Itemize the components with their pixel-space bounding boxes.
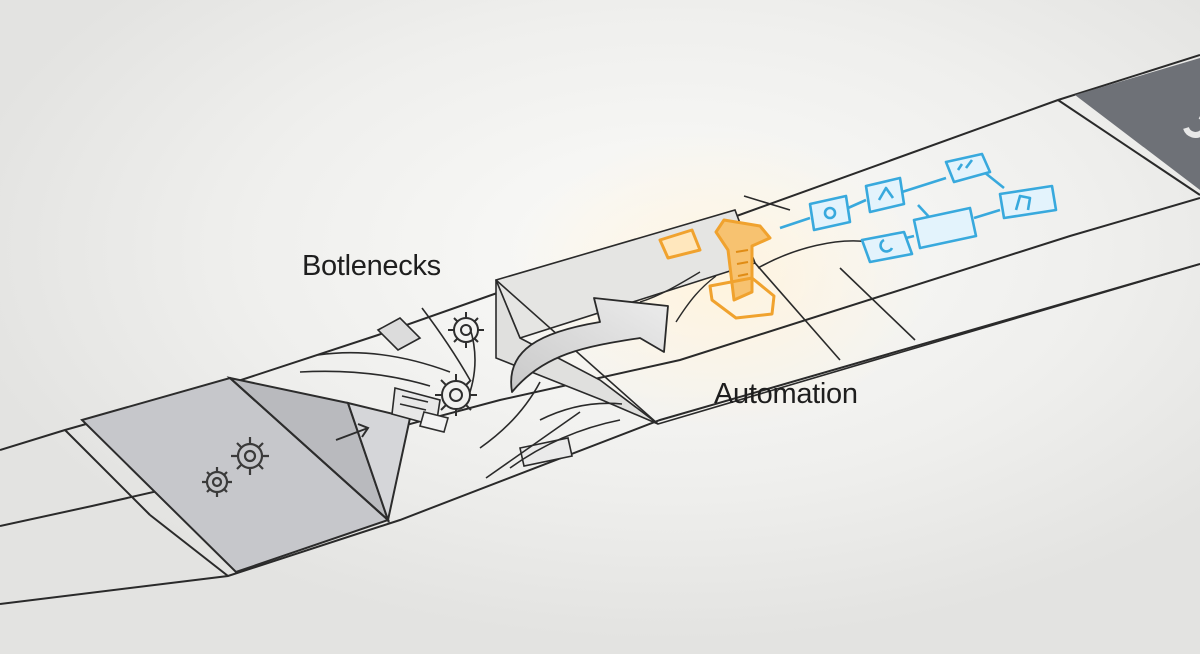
band-divider-1 <box>64 429 151 516</box>
gear-icon <box>448 312 484 348</box>
bottleneck-label: Botlenecks <box>302 250 441 282</box>
workflow-node-icon <box>944 152 992 184</box>
gear-icon <box>202 467 232 497</box>
band-divider-right <box>1057 99 1200 196</box>
automation-label: Automation <box>714 378 858 410</box>
gear-icon <box>231 437 269 475</box>
gear-icon <box>435 374 477 416</box>
workflow-node-icon <box>864 176 906 214</box>
workflow-node-icon <box>998 184 1058 220</box>
workflow-node-icon <box>912 206 978 250</box>
arrow-icon <box>335 423 370 441</box>
automated-stage-block <box>1075 58 1200 190</box>
document-icon <box>419 411 449 433</box>
workflow-diagram <box>779 152 1058 264</box>
manual-stage-block <box>80 376 412 574</box>
workflow-node-icon <box>808 194 852 232</box>
dark-block-glyph <box>1183 116 1200 138</box>
workflow-node-icon <box>860 230 914 264</box>
automation-device <box>658 218 776 320</box>
